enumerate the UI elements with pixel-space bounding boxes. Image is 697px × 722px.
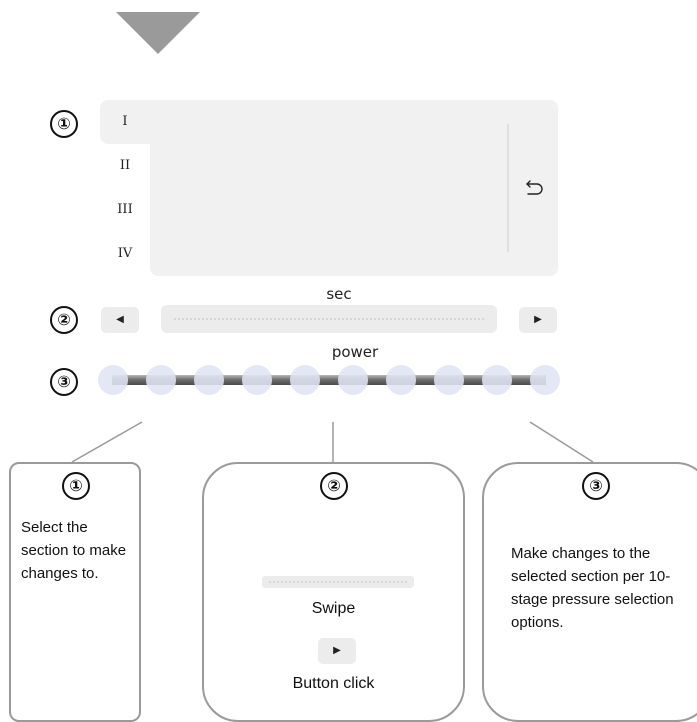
callout-card-sec: ② Swipe ▶ Button click — [202, 462, 465, 722]
triangle-left-icon: ◀ — [116, 314, 124, 325]
card-3-description: Make changes to the selected section per… — [511, 545, 674, 631]
triangle-right-icon: ▶ — [333, 645, 341, 656]
power-stage-8[interactable] — [434, 365, 464, 395]
card-1-description: Select the section to make changes to. — [21, 519, 127, 582]
undo-icon[interactable] — [524, 178, 544, 196]
power-stage-3[interactable] — [194, 365, 224, 395]
example-next-button: ▶ — [318, 638, 356, 664]
swipe-label: Swipe — [311, 600, 356, 617]
sec-label: sec — [326, 285, 352, 303]
button-click-label: Button click — [292, 675, 375, 692]
marker-2: ② — [50, 306, 78, 334]
power-stage-9[interactable] — [482, 365, 512, 395]
callout-card-section: ① Select the section to make changes to. — [9, 462, 141, 722]
power-label: power — [331, 343, 379, 361]
sec-slider[interactable] — [161, 305, 497, 333]
panel-scrollbar[interactable] — [507, 124, 509, 252]
power-stage-5[interactable] — [290, 365, 320, 395]
tab-section-3[interactable]: III — [117, 202, 133, 217]
down-triangle-icon — [116, 12, 200, 54]
power-stage-1[interactable] — [98, 365, 128, 395]
power-stage-10[interactable] — [530, 365, 560, 395]
tab-section-1[interactable]: I — [122, 114, 128, 129]
tab-selected-background — [100, 100, 170, 144]
card-marker-1: ① — [62, 472, 90, 500]
power-stage-6[interactable] — [338, 365, 368, 395]
tab-section-4[interactable]: IV — [117, 246, 133, 261]
section-panel — [150, 100, 558, 276]
marker-1: ① — [50, 110, 78, 138]
power-stage-7[interactable] — [386, 365, 416, 395]
slider-track — [173, 318, 485, 320]
power-stage-4[interactable] — [242, 365, 272, 395]
power-track — [112, 375, 546, 385]
card-marker-2: ② — [320, 472, 348, 500]
tab-section-2[interactable]: II — [119, 158, 131, 173]
slider-track — [268, 581, 408, 583]
sec-decrease-button[interactable]: ◀ — [101, 307, 139, 333]
power-stage-2[interactable] — [146, 365, 176, 395]
marker-3: ③ — [50, 368, 78, 396]
sec-increase-button[interactable]: ▶ — [519, 307, 557, 333]
callout-card-power: ③ Make changes to the selected section p… — [482, 462, 697, 722]
triangle-right-icon: ▶ — [534, 314, 542, 325]
swipe-slider-example — [262, 576, 414, 588]
card-marker-3: ③ — [582, 472, 610, 500]
